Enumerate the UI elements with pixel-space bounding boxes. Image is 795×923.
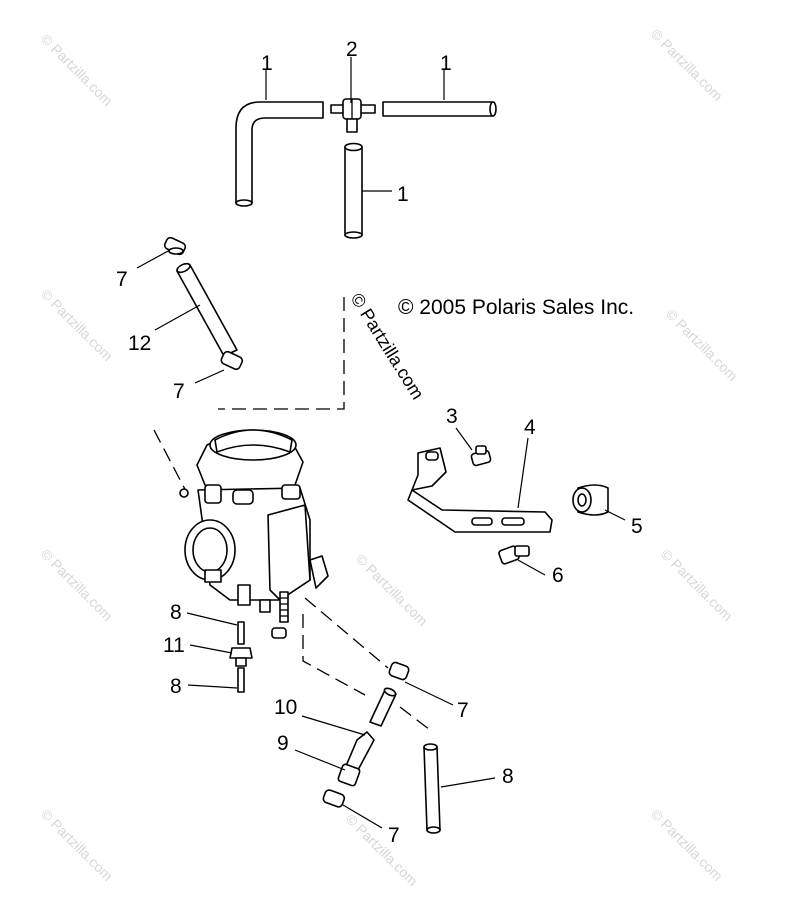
bolt-6 — [498, 545, 530, 565]
carburetor — [179, 429, 329, 639]
hose-12 — [176, 262, 238, 357]
watermark: © Partzilla.com — [648, 26, 726, 104]
copyright-notice: © 2005 Polaris Sales Inc. — [398, 296, 634, 319]
watermark: © Partzilla.com — [38, 286, 116, 364]
callout-4: 4 — [524, 416, 536, 439]
clamp-top — [163, 236, 187, 256]
callout-8: 8 — [170, 601, 182, 624]
callout-2: 2 — [346, 38, 358, 61]
filter-9 — [337, 731, 375, 787]
bracket — [407, 447, 553, 533]
callout-1: 1 — [261, 52, 273, 75]
callout-5: 5 — [631, 515, 643, 538]
hose-10 — [369, 687, 397, 727]
callout-11: 11 — [163, 634, 185, 657]
watermark: © Partzilla.com — [38, 546, 116, 624]
bushing-5 — [572, 484, 609, 516]
watermark: © Partzilla.com — [38, 31, 116, 109]
watermark: © Partzilla.com — [353, 551, 431, 629]
tee-fitting — [330, 98, 376, 133]
callout-7: 7 — [388, 824, 400, 847]
screw-3 — [470, 445, 492, 467]
callout-8: 8 — [170, 675, 182, 698]
watermark: © Partzilla.com — [648, 806, 726, 884]
callout-3: 3 — [446, 405, 458, 428]
watermarks: © Partzilla.com © Partzilla.com © Partzi… — [38, 26, 741, 889]
hose-straight-right — [382, 101, 497, 117]
callout-9: 9 — [277, 732, 289, 755]
clamp-lower-right — [388, 661, 410, 681]
hose-8-right — [423, 743, 441, 834]
callout-6: 6 — [552, 564, 564, 587]
watermark: © Partzilla.com — [658, 546, 736, 624]
clamp-mid — [220, 350, 244, 371]
clamp-bottom — [322, 789, 346, 808]
callout-7: 7 — [457, 699, 469, 722]
callout-12: 12 — [128, 332, 151, 355]
tube-8-upper — [237, 621, 245, 645]
watermark: © Partzilla.com — [38, 806, 116, 884]
callout-8: 8 — [502, 765, 514, 788]
callout-7: 7 — [116, 268, 128, 291]
callout-1: 1 — [397, 183, 409, 206]
hose-elbow — [235, 101, 324, 207]
watermark: © Partzilla.com — [663, 306, 741, 384]
callout-1: 1 — [440, 52, 452, 75]
hose-vertical — [344, 142, 363, 239]
callout-10: 10 — [274, 696, 297, 719]
fitting-11 — [229, 647, 253, 667]
tube-8-lower — [237, 667, 245, 693]
watermark: © Partzilla.com — [343, 811, 421, 889]
callout-7: 7 — [173, 380, 185, 403]
